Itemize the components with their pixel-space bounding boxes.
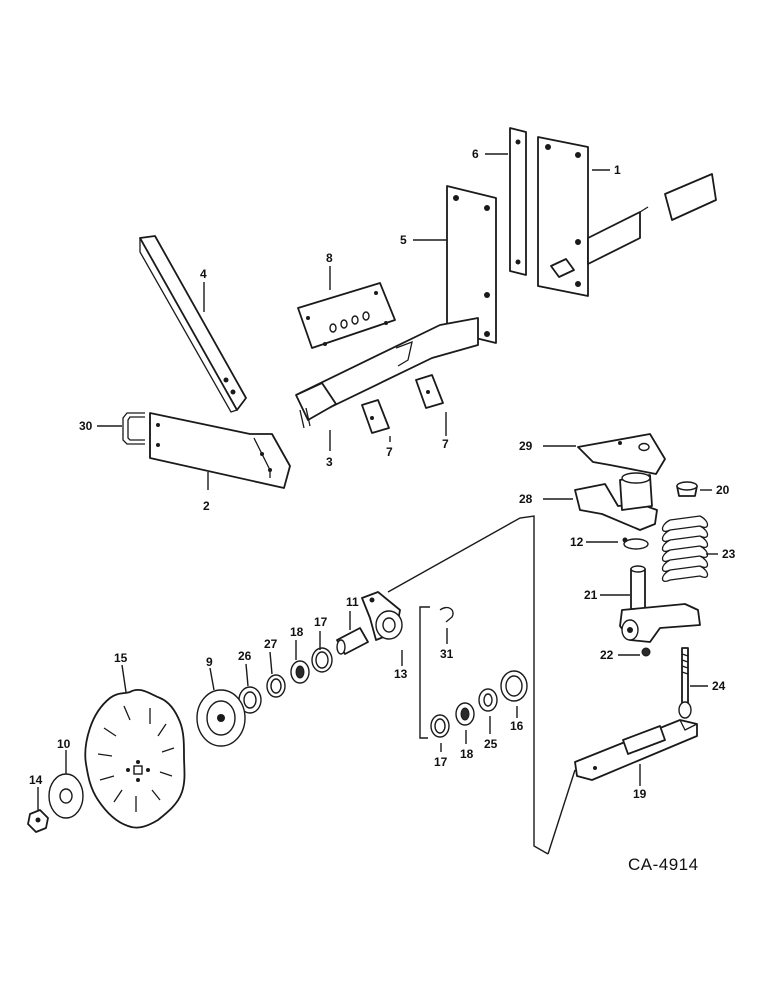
part-19-lever-plate	[574, 719, 698, 781]
callout-9: 9	[206, 655, 213, 669]
callout-18b: 18	[460, 747, 474, 761]
callout-28: 28	[519, 492, 533, 506]
callout-3: 3	[326, 455, 333, 469]
part-18-bearing-left	[290, 660, 310, 684]
part-5-plate	[446, 185, 497, 344]
part-21-pivot-arm	[619, 565, 701, 643]
part-28-bracket-assembly	[574, 472, 658, 531]
callout-4: 4	[200, 267, 207, 281]
part-29-top-bracket	[577, 433, 666, 475]
part-6-strap	[509, 127, 527, 276]
part-7-spacer-block-a	[361, 399, 390, 434]
part-15-notched-disc	[84, 688, 186, 829]
part-4-angle-brace	[139, 235, 247, 413]
callout-20: 20	[716, 483, 730, 497]
callout-13: 13	[394, 667, 408, 681]
part-22-nut	[641, 647, 651, 657]
callout-17a: 17	[314, 615, 328, 629]
part-13-bearing-housing	[361, 591, 403, 641]
callout-2: 2	[203, 499, 210, 513]
callout-8: 8	[326, 251, 333, 265]
callout-10: 10	[57, 737, 71, 751]
part-27-washer	[266, 674, 286, 698]
part-17-seal-right	[430, 714, 450, 738]
callout-7a: 7	[386, 445, 393, 459]
part-30-u-bolt	[122, 412, 145, 445]
part-1-mounting-plate	[537, 136, 717, 297]
part-9-hub-washer	[196, 689, 246, 747]
callout-15: 15	[114, 651, 128, 665]
callout-17b: 17	[434, 755, 448, 769]
callout-21: 21	[584, 588, 598, 602]
callout-1: 1	[614, 163, 621, 177]
part-25-washer	[478, 688, 498, 712]
callout-23: 23	[722, 547, 736, 561]
part-3-shank-tube	[295, 317, 479, 429]
callout-11: 11	[346, 595, 359, 609]
part-20-nut	[676, 481, 698, 497]
part-7-spacer-block-b	[415, 374, 444, 409]
callout-6: 6	[472, 147, 479, 161]
callout-14: 14	[29, 773, 43, 787]
callout-27: 27	[264, 637, 278, 651]
callout-30: 30	[79, 419, 93, 433]
part-10-outer-washer	[48, 773, 84, 819]
leader-lines	[37, 153, 718, 810]
callout-19: 19	[633, 787, 647, 801]
callout-7b: 7	[442, 437, 449, 451]
part-12-clip	[622, 537, 649, 550]
callout-24: 24	[712, 679, 726, 693]
part-24-eye-bolt	[678, 647, 692, 719]
callout-22: 22	[600, 648, 614, 662]
callout-25: 25	[484, 737, 498, 751]
callout-16: 16	[510, 719, 524, 733]
part-11-spindle	[336, 627, 369, 655]
callout-29: 29	[519, 439, 533, 453]
part-18-bearing-right	[455, 702, 475, 726]
part-14-nut	[27, 809, 49, 833]
part-17-seal-left	[311, 647, 333, 673]
part-2-angle-bracket	[149, 412, 291, 489]
callout-31: 31	[440, 647, 454, 661]
part-31-clip	[439, 606, 454, 623]
callout-12: 12	[570, 535, 584, 549]
callout-26: 26	[238, 649, 252, 663]
part-26-spacer	[238, 686, 262, 714]
callout-18a: 18	[290, 625, 304, 639]
part-23-spring	[661, 515, 709, 582]
part-16-cap	[500, 670, 528, 702]
part-8-plate	[297, 282, 396, 349]
callout-labels: 1 2 3 4 5 6 7 7 8 9 10 11 12 13 14 15 16…	[29, 147, 736, 801]
callout-5: 5	[400, 233, 407, 247]
drawing-code: CA-4914	[628, 855, 699, 874]
